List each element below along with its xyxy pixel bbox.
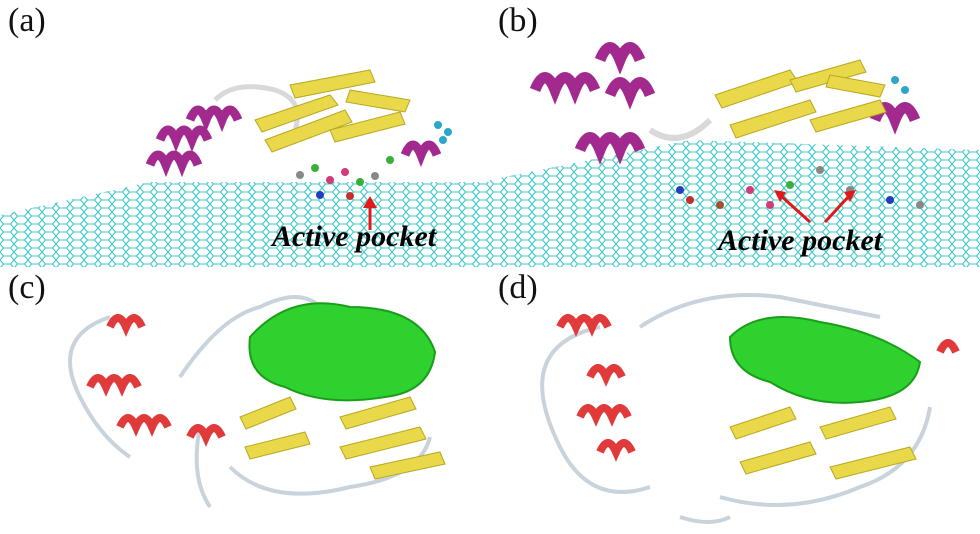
panel-b-illustration — [490, 42, 980, 267]
panel-a-illustration — [0, 69, 490, 267]
pocket-surface — [248, 302, 437, 402]
pocket-arrow-left — [778, 193, 812, 224]
beta-sheet — [254, 69, 411, 153]
panel-a-tag: (a) — [8, 2, 46, 39]
coil — [648, 117, 713, 141]
panel-b: (b) Active pocket — [490, 0, 980, 267]
helix-bundle — [86, 314, 226, 447]
coil — [540, 293, 932, 524]
panel-a: (a) Active pocket — [0, 0, 490, 267]
panel-d-tag: (d) — [498, 269, 538, 306]
panel-b-tag: (b) — [498, 2, 538, 39]
pocket-arrow-right-head — [844, 190, 856, 202]
panel-a-active-pocket-label: Active pocket — [272, 220, 437, 253]
graphene-sheet — [490, 140, 980, 267]
ligand-cluster — [676, 76, 924, 209]
pocket-arrow-left-head — [774, 190, 786, 202]
helix-bundle — [145, 105, 442, 178]
beta-sheet — [714, 59, 887, 139]
beta-sheet — [239, 396, 446, 480]
panel-d-illustration — [540, 293, 960, 524]
pocket-arrow-right — [823, 193, 852, 224]
beta-sheet — [729, 406, 917, 480]
pocket-surface — [728, 316, 922, 404]
pocket-arrow-head — [363, 196, 377, 208]
panel-c-tag: (c) — [8, 269, 46, 306]
helix-bundle — [556, 314, 960, 462]
panel-c-illustration — [68, 295, 446, 509]
panel-b-active-pocket-label: Active pocket — [718, 224, 883, 257]
panel-d: (d) — [490, 267, 980, 534]
ligand-cluster — [296, 121, 452, 200]
panel-c: (c) — [0, 267, 490, 534]
